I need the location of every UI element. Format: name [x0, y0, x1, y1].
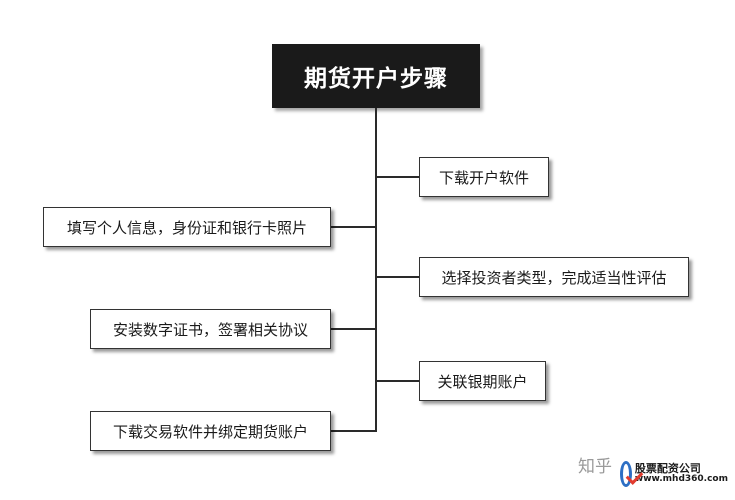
logo-url: www.mhd360.com	[634, 474, 728, 485]
branch-line-5	[376, 380, 419, 382]
main-trunk-line	[375, 108, 377, 432]
zhihu-watermark: 知乎	[578, 457, 612, 477]
diagram-title: 期货开户步骤	[272, 44, 480, 108]
branch-line-2	[331, 226, 376, 228]
step-install-certificate: 安装数字证书，签署相关协议	[90, 309, 331, 349]
step-link-bank-futures: 关联银期账户	[419, 361, 546, 401]
logo-name: 股票配资公司	[634, 462, 701, 475]
step-choose-investor-type: 选择投资者类型，完成适当性评估	[419, 257, 689, 297]
branch-line-4	[331, 328, 376, 330]
logo-icon	[620, 461, 632, 487]
step-download-trading-app: 下载交易软件并绑定期货账户	[90, 411, 331, 451]
step-download-account-app: 下载开户软件	[419, 157, 549, 197]
branch-line-3	[376, 276, 419, 278]
site-logo: 股票配资公司 www.mhd360.com	[620, 456, 728, 492]
branch-line-6	[331, 430, 376, 432]
step-fill-personal-info: 填写个人信息，身份证和银行卡照片	[43, 207, 331, 247]
branch-line-1	[376, 176, 419, 178]
